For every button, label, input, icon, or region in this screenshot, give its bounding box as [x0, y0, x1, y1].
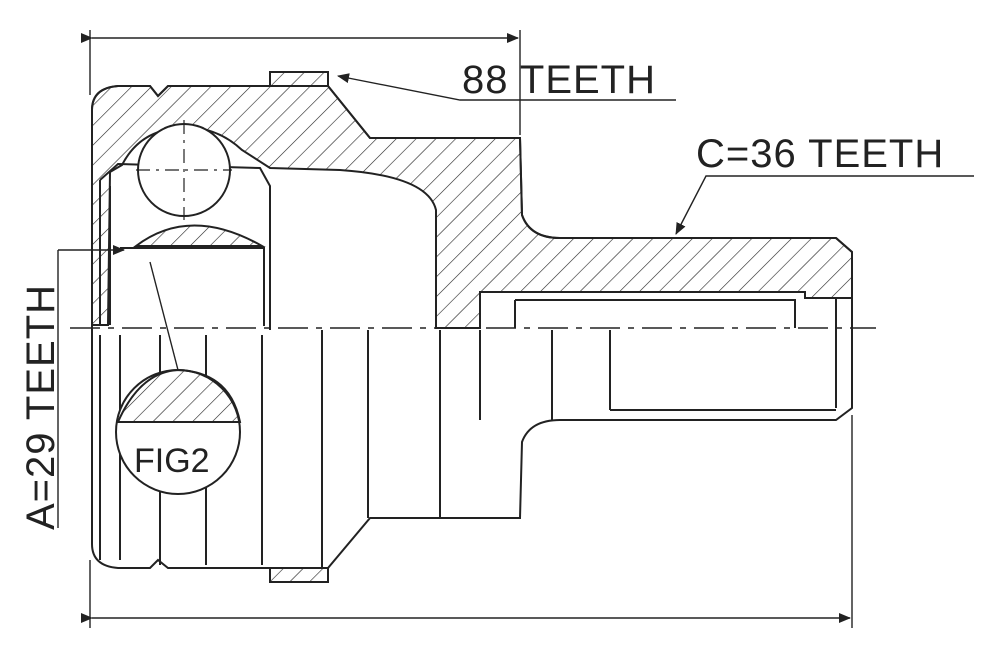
leader-c36	[675, 175, 974, 235]
detail-label: FIG2	[134, 442, 210, 480]
stub-teeth-label: C=36 TEETH	[696, 132, 945, 176]
inner-race-hatch	[133, 224, 266, 247]
ring-bottom	[269, 567, 329, 583]
fig2-hatch	[116, 368, 242, 423]
inner-race	[120, 247, 265, 326]
ring-top	[269, 71, 329, 87]
leader-88	[337, 73, 676, 101]
fig2-leader	[149, 261, 179, 371]
cage-outline	[99, 162, 271, 330]
outer-teeth-label: 88 TEETH	[462, 58, 656, 102]
inner-teeth-label: A=29 TEETH	[19, 283, 63, 530]
